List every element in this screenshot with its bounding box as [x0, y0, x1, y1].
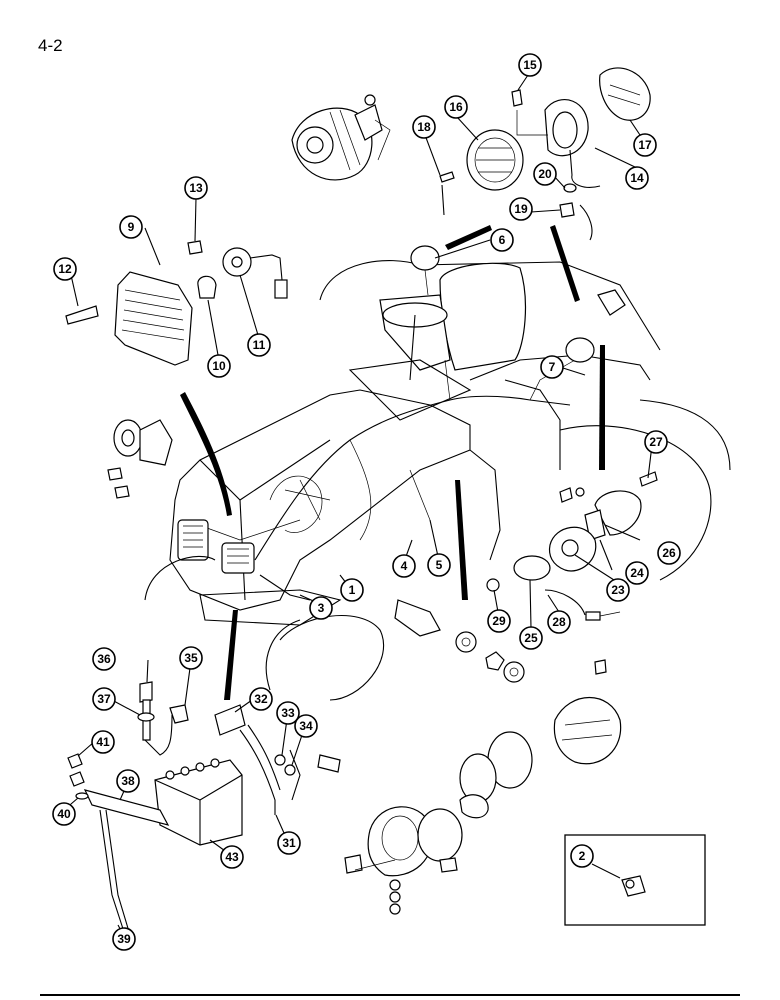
callout-9: 9: [119, 215, 143, 239]
callout-19-label: 19: [514, 202, 528, 216]
callout-26: 26: [657, 541, 681, 565]
callout-3-label: 3: [318, 601, 325, 615]
callout-23: 23: [606, 578, 630, 602]
callout-36-label: 36: [97, 652, 111, 666]
callout-5-label: 5: [436, 558, 443, 572]
callout-24-label: 24: [630, 566, 644, 580]
callout-5: 5: [427, 553, 451, 577]
callout-24: 24: [625, 561, 649, 585]
callout-9-label: 9: [128, 220, 135, 234]
page-number: 4-2: [38, 36, 63, 55]
callout-25-label: 25: [524, 631, 538, 645]
callout-17-label: 17: [638, 138, 652, 152]
callout-31: 31: [277, 831, 301, 855]
callout-31-label: 31: [282, 836, 296, 850]
callout-23-label: 23: [611, 583, 625, 597]
callout-43: 43: [220, 845, 244, 869]
callout-20-label: 20: [538, 167, 552, 181]
callout-13: 13: [184, 176, 208, 200]
callout-38-label: 38: [121, 774, 135, 788]
callout-27-label: 27: [649, 435, 663, 449]
leader-lines: [63, 74, 653, 939]
callout-35-label: 35: [184, 651, 198, 665]
callout-38: 38: [116, 769, 140, 793]
tractor-outline: [144, 260, 731, 701]
callout-7: 7: [540, 355, 564, 379]
callout-28-label: 28: [552, 615, 566, 629]
alternator: [291, 94, 391, 181]
callout-33-label: 33: [281, 706, 295, 720]
callout-40: 40: [52, 802, 76, 826]
work-lamp-parts: [410, 67, 651, 363]
callout-4-label: 4: [401, 559, 408, 573]
horn: [107, 419, 173, 499]
inset-box: [564, 834, 706, 926]
callout-2-label: 2: [579, 849, 586, 863]
callout-18-label: 18: [417, 120, 431, 134]
callout-28: 28: [547, 610, 571, 634]
bottom-rule: [40, 994, 740, 996]
callout-37-label: 37: [97, 692, 111, 706]
callout-34: 34: [294, 714, 318, 738]
callout-1: 1: [340, 578, 364, 602]
callout-29-label: 29: [492, 614, 506, 628]
callout-1-label: 1: [349, 583, 356, 597]
callout-17: 17: [633, 133, 657, 157]
callout-2: 2: [570, 844, 594, 868]
callout-39: 39: [112, 927, 136, 951]
switch-and-nuts: [394, 599, 525, 683]
callout-33: 33: [276, 701, 300, 725]
callout-25: 25: [519, 626, 543, 650]
callout-4: 4: [392, 554, 416, 578]
pointer-arrows: [180, 225, 605, 700]
callout-14-label: 14: [630, 171, 644, 185]
callout-11: 11: [247, 333, 271, 357]
callout-12-label: 12: [58, 262, 72, 276]
callout-20: 20: [533, 162, 557, 186]
callout-29: 29: [487, 609, 511, 633]
callout-7-label: 7: [549, 360, 556, 374]
callout-26-label: 26: [662, 546, 676, 560]
callout-3: 3: [309, 596, 333, 620]
callout-32: 32: [249, 687, 273, 711]
callout-18: 18: [412, 115, 436, 139]
callout-14: 14: [625, 166, 649, 190]
callout-34-label: 34: [299, 719, 313, 733]
callout-39-label: 39: [117, 932, 131, 946]
callout-35: 35: [179, 646, 203, 670]
rear-lamp-parts: [486, 471, 658, 621]
callout-43-label: 43: [225, 850, 239, 864]
battery-and-cables: [67, 681, 341, 936]
callout-19: 19: [509, 197, 533, 221]
callout-11-label: 11: [253, 338, 266, 352]
callout-15-label: 15: [523, 58, 537, 72]
callout-27: 27: [644, 430, 668, 454]
callout-41-label: 41: [96, 735, 110, 749]
callout-12: 12: [53, 257, 77, 281]
callout-16: 16: [444, 95, 468, 119]
callout-16-label: 16: [449, 100, 463, 114]
callout-6-label: 6: [499, 233, 506, 247]
callout-15: 15: [518, 53, 542, 77]
callout-10: 10: [207, 354, 231, 378]
callout-32-label: 32: [254, 692, 268, 706]
callout-37: 37: [92, 687, 116, 711]
headlight-assembly: [65, 240, 288, 366]
flood-lamp-parts: [344, 659, 622, 915]
callout-10-label: 10: [212, 359, 226, 373]
callout-36: 36: [92, 647, 116, 671]
callout-41: 41: [91, 730, 115, 754]
callout-13-label: 13: [189, 181, 203, 195]
callout-40-label: 40: [57, 807, 71, 821]
callout-6: 6: [490, 228, 514, 252]
